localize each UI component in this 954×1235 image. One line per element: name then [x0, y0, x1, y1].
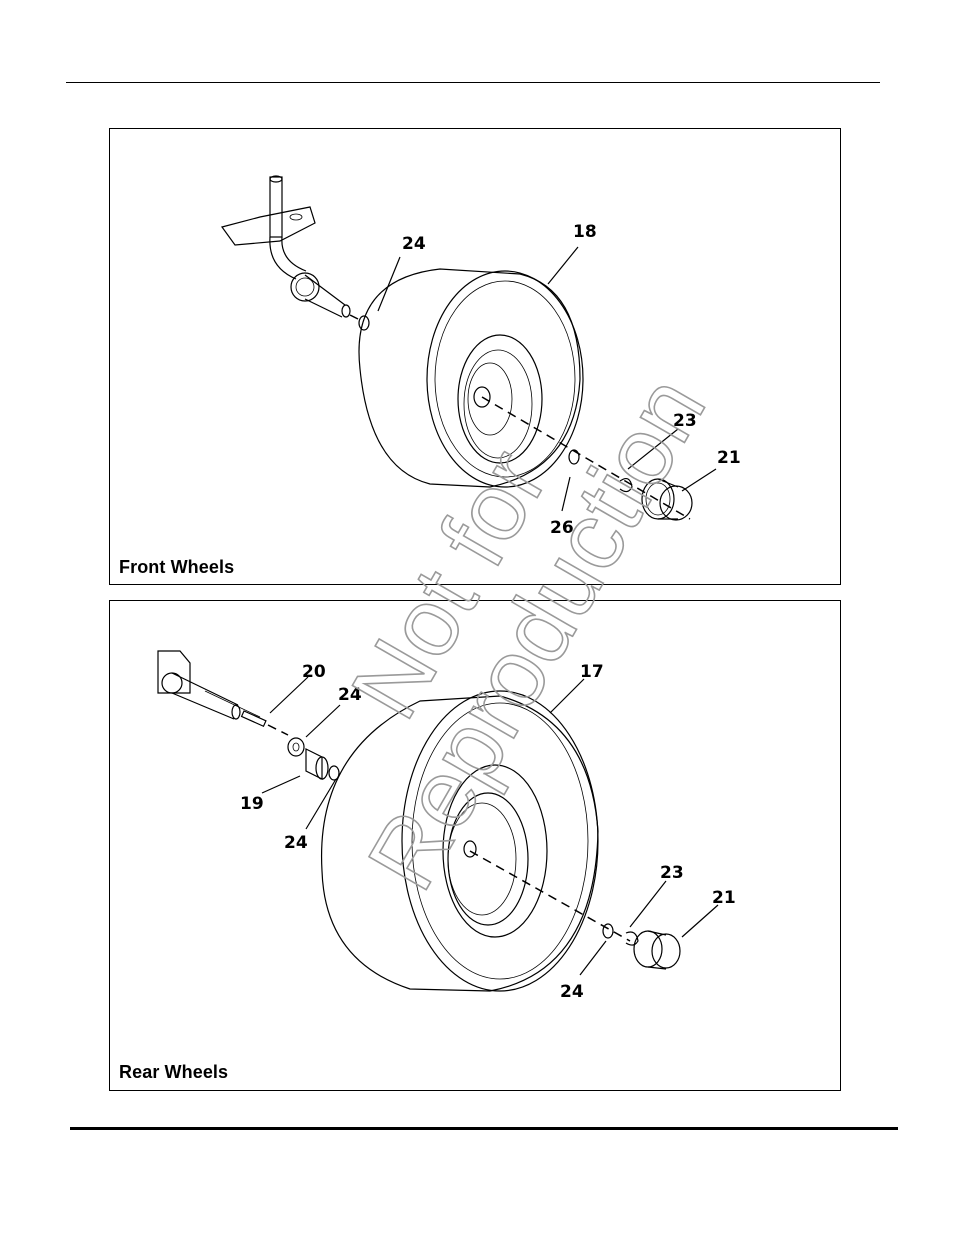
washer-24 — [287, 737, 305, 757]
axle-housing — [157, 650, 261, 720]
hub-cap-21 — [641, 478, 693, 521]
hub-cap-21 — [633, 930, 681, 970]
callout-label: 24 — [560, 982, 584, 1002]
clip-23 — [625, 931, 639, 946]
key-20 — [240, 710, 267, 728]
front-wheel-exploded-diagram: 24 18 23 21 26 — [221, 175, 741, 538]
front-tire — [358, 268, 584, 488]
callout-label: 18 — [573, 222, 597, 242]
callout-label: 26 — [550, 518, 574, 538]
front-wheels-panel: 24 18 23 21 26 Front Wheels — [109, 128, 841, 585]
header-rule — [66, 82, 880, 83]
rear-wheel-exploded-diagram: 20 24 17 19 24 23 21 24 — [157, 650, 736, 1002]
callout-label: 21 — [717, 448, 741, 468]
front-axle-line — [481, 396, 691, 520]
clip-23 — [619, 477, 633, 493]
callout-label: 17 — [580, 662, 604, 682]
callout-label: 24 — [284, 833, 308, 853]
rear-axle-line — [469, 850, 631, 942]
washer-26 — [568, 449, 580, 465]
washer-24-outer — [602, 923, 614, 939]
panel-caption: Rear Wheels — [119, 1062, 229, 1082]
callout-label: 24 — [338, 685, 362, 705]
panel-caption: Front Wheels — [119, 557, 235, 577]
callout-label: 23 — [673, 411, 697, 431]
washer-24-inner — [328, 765, 340, 781]
rear-tire — [320, 690, 599, 992]
callout-label: 24 — [402, 234, 426, 254]
spindle-assembly — [221, 175, 351, 318]
spacer-19 — [305, 748, 329, 780]
footer-rule — [70, 1127, 898, 1130]
callout-label: 19 — [240, 794, 264, 814]
callout-label: 21 — [712, 888, 736, 908]
washer-24 — [358, 315, 370, 331]
rear-wheels-panel: 20 24 17 19 24 23 21 24 Rear Wheels — [109, 600, 841, 1091]
callout-label: 20 — [302, 662, 326, 682]
callout-label: 23 — [660, 863, 684, 883]
